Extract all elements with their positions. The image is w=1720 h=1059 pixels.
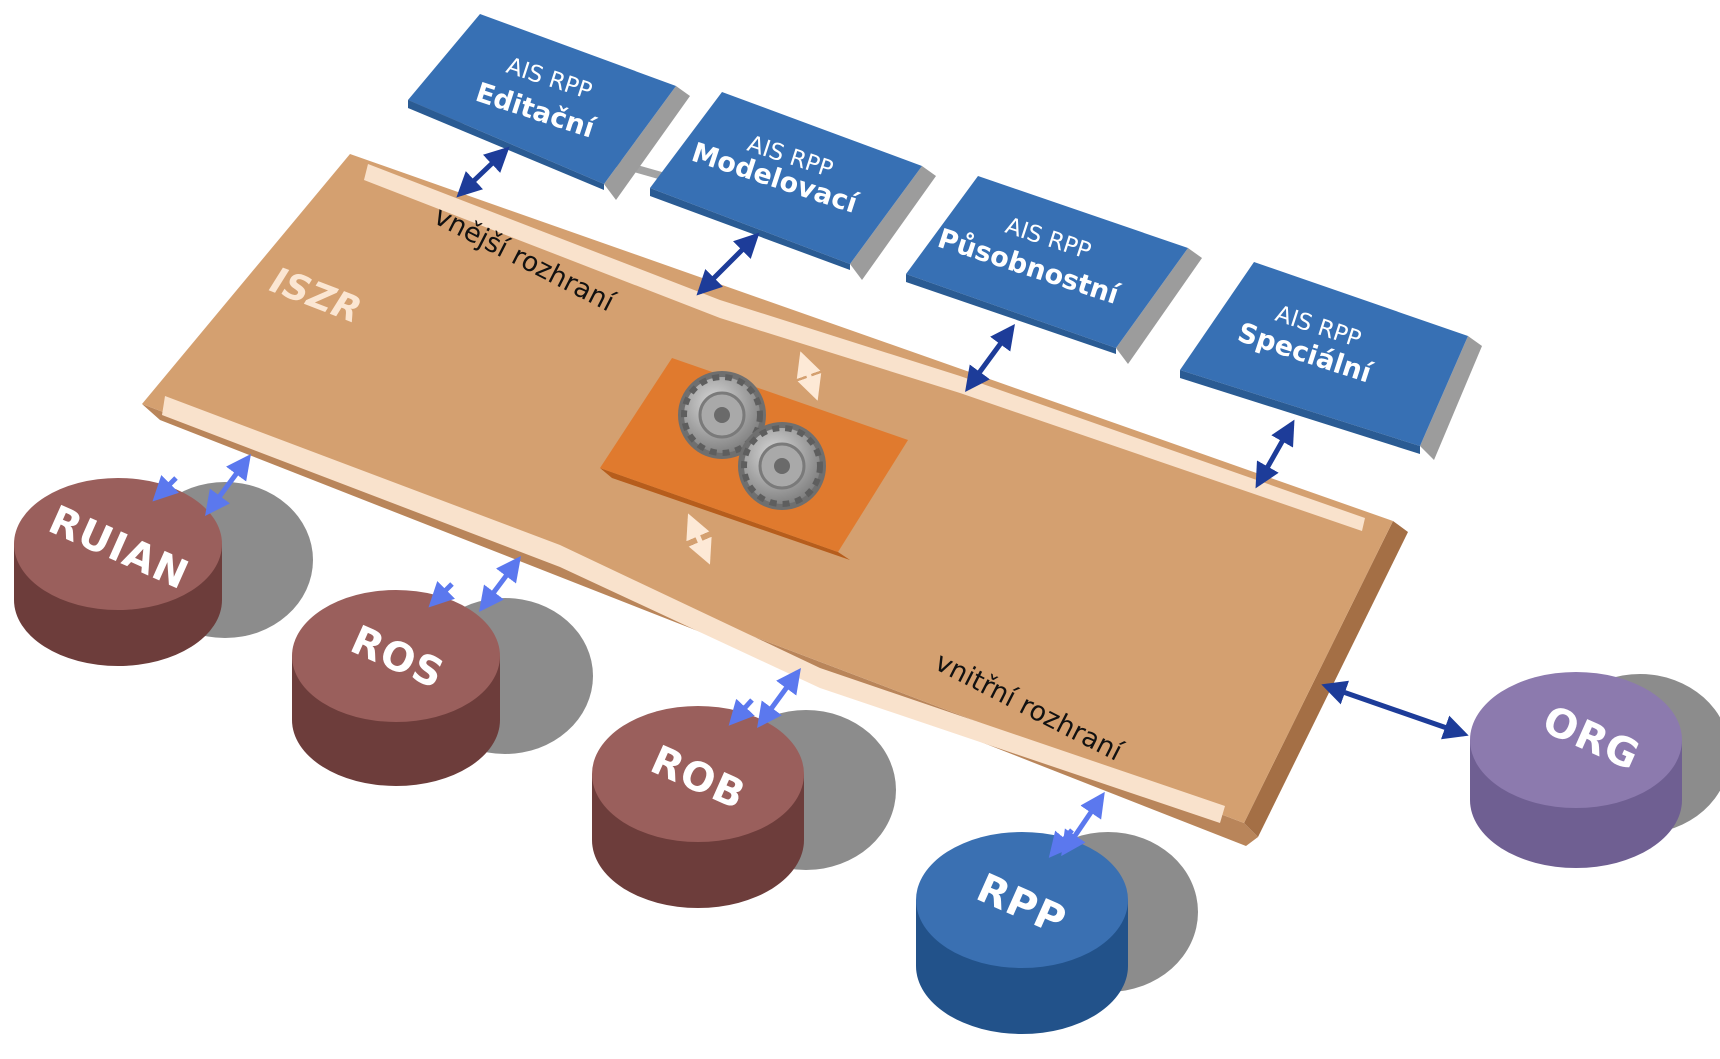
ais-block-pusobnostni: AIS RPP Působnostní <box>906 176 1202 364</box>
gear-icon <box>738 422 826 510</box>
core-side <box>600 468 850 560</box>
ros-arrow <box>479 556 521 612</box>
ais-block-shadow <box>850 166 936 280</box>
ais-block-side <box>1180 370 1420 454</box>
database-top <box>592 706 804 842</box>
ais-block-side <box>408 100 604 190</box>
ais-block-modelovaci: AIS RPP Modelovací <box>650 92 936 280</box>
rob-inner-arrow <box>728 698 755 726</box>
pusobnostni-arrow <box>965 323 1015 393</box>
database-rpp: RPP <box>916 832 1128 1034</box>
database-top <box>14 478 222 610</box>
ais-block-top <box>408 14 676 184</box>
database-rob: ROB <box>592 706 804 908</box>
rob-arrow <box>757 667 801 729</box>
ais-block-top <box>1180 262 1468 446</box>
ais-block-shadow <box>1420 336 1482 460</box>
database-ros: ROS <box>292 590 500 786</box>
ais-block-top <box>906 176 1188 348</box>
core-outer-arrow <box>796 351 822 401</box>
org-arrow <box>1321 680 1469 740</box>
database-top <box>292 590 500 722</box>
modelovaci-arrow <box>696 232 760 296</box>
platform-right-face <box>1244 521 1408 837</box>
ais-block-side <box>650 188 850 270</box>
ros-inner-arrow <box>428 581 455 608</box>
iszr-core <box>600 358 908 560</box>
core-inner-arrow <box>686 513 712 565</box>
ais-block-top <box>650 92 922 264</box>
gear-icon <box>678 371 766 459</box>
database-top <box>916 832 1128 968</box>
database-ruian: RUIAN <box>14 478 222 666</box>
rpp-inner-arrow <box>1048 828 1075 858</box>
database-org: ORG <box>1470 672 1682 868</box>
inner-interface-band <box>162 396 1225 823</box>
ais-block-shadow <box>1116 248 1202 364</box>
editacni-arrow <box>456 146 510 198</box>
ais-block-specialni: AIS RPP Speciální <box>1180 262 1482 460</box>
ais-block-shadow <box>604 86 690 200</box>
ais-block-editacni: AIS RPP Editační <box>408 14 690 200</box>
ais-block-side <box>906 274 1116 354</box>
ruian-arrow <box>205 453 251 517</box>
outer-interface-band <box>364 164 1365 531</box>
specialni-arrow <box>1255 419 1295 489</box>
database-top <box>1470 672 1682 808</box>
ruian-inner-arrow <box>152 475 179 502</box>
